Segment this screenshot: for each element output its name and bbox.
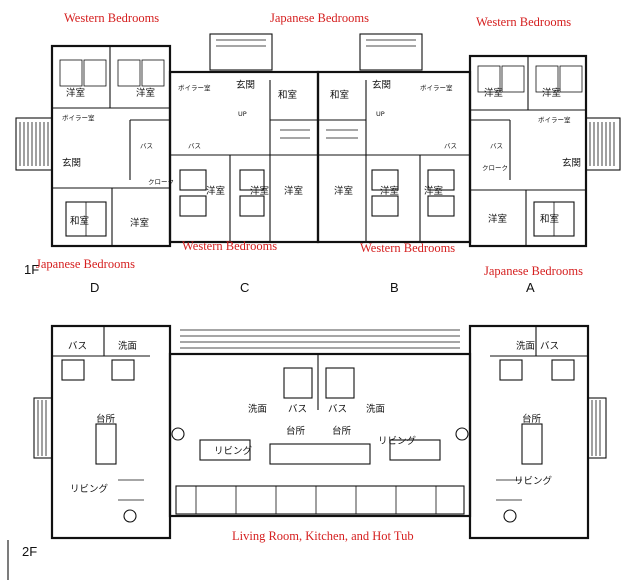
room-label-yoshitsu: 洋室 xyxy=(206,185,225,197)
room-label-daidokoro: 台所 xyxy=(522,413,542,425)
room-label-bath: バス xyxy=(444,142,457,150)
room-label-genkan: 玄関 xyxy=(562,157,581,169)
room-label-genkan: 玄関 xyxy=(372,79,391,91)
room-label-yoshitsu: 洋室 xyxy=(250,185,269,197)
room-label-bath: バス xyxy=(188,142,201,150)
room-label-cloak: クローク xyxy=(482,164,508,172)
annotation-western-bedrooms: Western Bedrooms xyxy=(64,11,159,25)
annotation-japanese-bedrooms: Japanese Bedrooms xyxy=(484,264,583,278)
room-label-bath: バス xyxy=(140,142,153,150)
room-label-living: リビング xyxy=(70,483,109,495)
room-label-yoshitsu: 洋室 xyxy=(380,185,399,197)
room-label-senmen: 洗面 xyxy=(118,340,137,352)
room-label-bath: バス xyxy=(328,404,347,415)
room-label-yoshitsu: 洋室 xyxy=(284,185,303,197)
right-entry-ramp xyxy=(585,117,621,171)
room-label-daidokoro: 台所 xyxy=(332,425,352,437)
room-label-living: リビング xyxy=(214,445,253,457)
room-label-yoshitsu: 洋室 xyxy=(136,87,155,99)
room-label-genkan: 玄関 xyxy=(62,157,81,169)
room-label-washitsu: 和室 xyxy=(540,213,559,225)
unit-label-d: D xyxy=(90,280,99,295)
unit-label-b: B xyxy=(390,280,399,295)
room-label-daidokoro: 台所 xyxy=(96,413,116,425)
room-label-washitsu: 和室 xyxy=(70,215,89,227)
room-label-up: UP xyxy=(238,110,247,118)
unit-label-a: A xyxy=(526,280,535,295)
floor-label-2f: 2F xyxy=(22,544,37,559)
annotation-japanese-bedrooms: Japanese Bedrooms xyxy=(36,257,135,271)
first-floor-plan: 洋室 洋室 玄関 ボイラー室 バス クローク 和室 洋室 ボイラー室 玄関 UP… xyxy=(15,33,621,248)
left-entry-ramp xyxy=(15,117,53,171)
room-label-boiler: ボイラー室 xyxy=(178,83,211,92)
room-label-cloak: クローク xyxy=(148,178,174,186)
room-label-yoshitsu: 洋室 xyxy=(424,185,443,197)
room-label-bath: バス xyxy=(288,404,307,415)
room-label-yoshitsu: 洋室 xyxy=(488,213,507,225)
room-label-bath: バス xyxy=(68,341,87,352)
room-label-daidokoro: 台所 xyxy=(286,425,306,437)
annotation-western-bedrooms: Western Bedrooms xyxy=(182,239,277,253)
annotation-living-kitchen-hot-tub: Living Room, Kitchen, and Hot Tub xyxy=(232,529,414,543)
top-balconies xyxy=(209,33,423,71)
room-label-bath: バス xyxy=(540,341,559,352)
annotation-western-bedrooms: Western Bedrooms xyxy=(476,15,571,29)
floor-label-1f: 1F xyxy=(24,262,39,277)
room-label-yoshitsu: 洋室 xyxy=(334,185,353,197)
room-label-senmen: 洗面 xyxy=(366,403,385,415)
annotation-japanese-bedrooms: Japanese Bedrooms xyxy=(270,11,369,25)
room-label-boiler: ボイラー室 xyxy=(538,115,571,124)
room-label-washitsu: 和室 xyxy=(278,89,297,101)
room-label-yoshitsu: 洋室 xyxy=(66,87,85,99)
room-label-living: リビング xyxy=(378,435,417,447)
annotation-western-bedrooms: Western Bedrooms xyxy=(360,241,455,255)
room-label-yoshitsu: 洋室 xyxy=(484,87,503,99)
room-label-genkan: 玄関 xyxy=(236,79,255,91)
unit-label-c: C xyxy=(240,280,249,295)
room-label-senmen: 洗面 xyxy=(516,340,535,352)
room-label-boiler: ボイラー室 xyxy=(62,113,95,122)
room-label-yoshitsu: 洋室 xyxy=(542,87,561,99)
room-label-up: UP xyxy=(376,110,385,118)
room-label-living: リビング xyxy=(514,475,553,487)
second-floor-plan: バス 洗面 台所 リビング 洗面 バス バス 洗面 台所 台所 リビング リビン… xyxy=(33,324,607,540)
room-label-senmen: 洗面 xyxy=(248,403,267,415)
room-label-boiler: ボイラー室 xyxy=(420,83,453,92)
room-label-yoshitsu: 洋室 xyxy=(130,217,149,229)
room-label-bath: バス xyxy=(490,142,503,150)
room-label-washitsu: 和室 xyxy=(330,89,349,101)
